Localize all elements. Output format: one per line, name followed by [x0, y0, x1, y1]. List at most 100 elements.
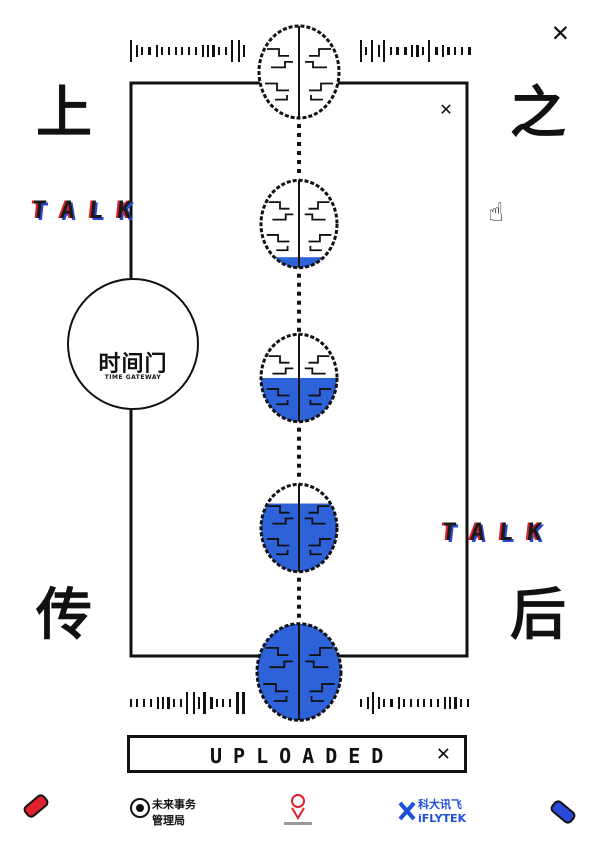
- connector-dot: [297, 586, 301, 591]
- sponsor-left-line1: 未来事务: [152, 798, 196, 811]
- barcode-bar: [403, 699, 405, 707]
- barcode-bar: [447, 47, 450, 55]
- middle-sponsor-icon: [284, 794, 312, 825]
- barcode-bar: [193, 692, 195, 714]
- barcode-bar: [430, 699, 432, 707]
- connector-dot: [297, 291, 301, 296]
- barcode-bar: [454, 47, 456, 55]
- logo-subtitle: TIME GATEWAY: [104, 374, 162, 381]
- brain-icon: [259, 332, 339, 424]
- barcode-bar: [181, 47, 183, 55]
- logo-name: 时间门: [98, 352, 168, 377]
- connector-dot: [297, 604, 301, 609]
- barcode-bar: [417, 699, 419, 707]
- barcode-bar: [231, 40, 233, 62]
- barcode-bar: [461, 47, 463, 55]
- corner-char-bottom-left: 传: [36, 583, 92, 648]
- barcode-bar: [207, 45, 209, 57]
- barcode-bar: [136, 45, 138, 57]
- barcode-bar: [210, 697, 213, 709]
- barcode-bar: [157, 697, 159, 709]
- uploaded-bar[interactable]: UPLOADED ✕: [127, 735, 467, 773]
- connector-dot: [297, 142, 301, 146]
- barcode-bar: [148, 47, 151, 55]
- connector-dot: [297, 327, 301, 332]
- connector-dot: [297, 318, 301, 323]
- barcode-bar: [212, 45, 215, 57]
- sponsor-left-line2: 管理局: [152, 814, 185, 827]
- frame-close-icon[interactable]: ✕: [440, 96, 453, 120]
- connector-dot: [297, 436, 301, 441]
- barcode-bar: [167, 697, 170, 709]
- uploaded-close-icon[interactable]: ✕: [436, 741, 450, 766]
- barcode-bar: [383, 40, 385, 62]
- barcode-bar: [218, 47, 220, 55]
- barcode-bar: [423, 699, 425, 707]
- blue-pill-icon: [550, 800, 576, 824]
- barcode-bar: [390, 47, 392, 55]
- barcode-bar: [410, 699, 412, 707]
- iflytek-logo-icon: [398, 801, 416, 821]
- barcode-bar: [216, 699, 218, 707]
- barcode-bar: [243, 45, 245, 57]
- hand-pointer-icon: ☝: [488, 198, 504, 228]
- barcode-bar: [188, 47, 190, 55]
- barcode-bar: [195, 47, 197, 55]
- barcode-bar: [422, 47, 424, 55]
- brain-icon: [259, 178, 339, 270]
- corner-char-top-right: 之: [510, 81, 566, 146]
- connector-dot: [297, 463, 301, 468]
- connector-dot: [297, 124, 301, 128]
- connector-dot: [297, 454, 301, 459]
- barcode-bar: [378, 697, 380, 709]
- barcode-bar: [203, 692, 206, 714]
- barcode-bar: [390, 699, 393, 707]
- barcode-bar: [360, 40, 362, 62]
- barcode-bar: [365, 47, 367, 55]
- connector-dot: [297, 273, 301, 278]
- barcode-bar: [175, 47, 177, 55]
- barcode-bar: [449, 697, 451, 709]
- barcode-bar: [202, 45, 204, 57]
- barcode-bar: [428, 40, 430, 62]
- connector-dot: [297, 613, 301, 618]
- barcode-bar: [416, 45, 419, 57]
- brain-icon: [257, 24, 341, 120]
- connector-dot: [297, 472, 301, 477]
- barcode-bar: [238, 40, 240, 62]
- barcode-bar: [398, 697, 400, 709]
- connector-dot: [297, 169, 301, 173]
- barcode-bar: [225, 47, 227, 55]
- barcode-bar: [444, 697, 446, 709]
- barcode-bar: [454, 697, 457, 709]
- connector-dot: [297, 595, 301, 600]
- connector-dot: [297, 160, 301, 164]
- dotted-connector: [297, 124, 301, 618]
- sponsor-right-line2: iFLYTEK: [418, 812, 467, 825]
- talk-label-left: TALK: [30, 196, 148, 224]
- barcode-bar: [143, 699, 145, 707]
- uploaded-label: UPLOADED: [210, 744, 395, 768]
- barcode-bar: [156, 45, 158, 57]
- barcode-bar: [161, 47, 163, 55]
- barcode-bar: [460, 699, 462, 707]
- barcode-bar: [437, 699, 439, 707]
- barcode-bar: [372, 692, 374, 714]
- barcode-bar: [396, 47, 399, 55]
- barcode-bar: [150, 699, 152, 707]
- barcode-bar: [130, 40, 132, 62]
- connector-dot: [297, 427, 301, 432]
- talk-label-right: TALK: [440, 518, 558, 546]
- connector-dot: [297, 151, 301, 155]
- close-icon[interactable]: ✕: [552, 15, 569, 48]
- barcode-bar: [130, 699, 132, 707]
- sponsor-right: 科大讯飞 iFLYTEK: [418, 796, 466, 825]
- barcode-bar: [468, 47, 471, 55]
- barcode-bar: [162, 697, 164, 709]
- sponsor-right-line1: 科大讯飞: [418, 798, 462, 811]
- barcode-bar: [467, 699, 469, 707]
- connector-dot: [297, 577, 301, 582]
- barcode-bar: [404, 47, 407, 55]
- barcode-bar: [198, 697, 200, 709]
